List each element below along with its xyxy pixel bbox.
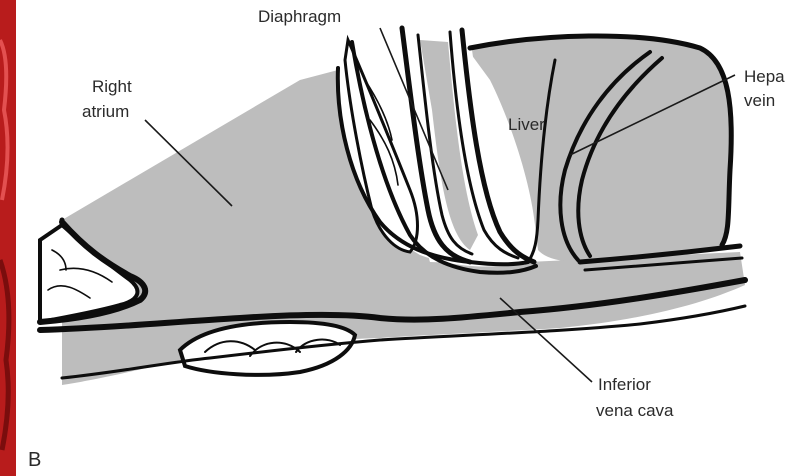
right-atrium-label-line1: Right	[92, 77, 132, 96]
right-atrium-label-line2: atrium	[82, 102, 129, 121]
ivc-label-line1: Inferior	[598, 375, 651, 394]
liver-label: Liver	[508, 115, 545, 134]
left-photo-edge	[0, 0, 16, 476]
ivc-label-line2: vena cava	[596, 401, 674, 420]
hepatic-vein-label-line1: Hepa	[744, 67, 785, 86]
diaphragm-label: Diaphragm	[258, 7, 341, 26]
hepatic-vein-label-line2: vein	[744, 91, 775, 110]
panel-letter: B	[28, 449, 41, 471]
